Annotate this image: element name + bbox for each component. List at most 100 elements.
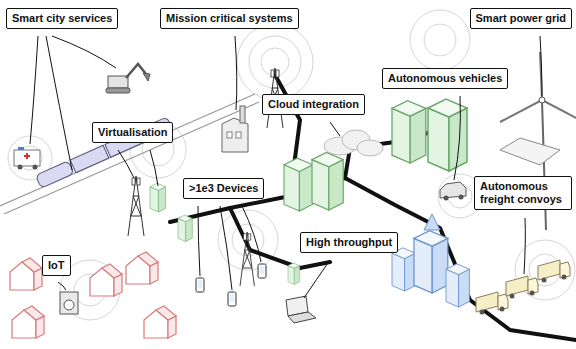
autonomous-car bbox=[440, 182, 466, 201]
turbine-hub bbox=[539, 97, 545, 103]
leader-line bbox=[198, 206, 200, 276]
callout-text: IoT bbox=[48, 259, 65, 272]
data-center bbox=[428, 99, 467, 171]
wave bbox=[237, 24, 313, 100]
edge-server bbox=[150, 183, 166, 212]
excavator-bucket bbox=[143, 73, 150, 81]
leader-line bbox=[304, 260, 330, 298]
data-center bbox=[312, 152, 343, 210]
data-center bbox=[392, 101, 426, 163]
callout-text: Smart city services bbox=[12, 12, 112, 25]
house bbox=[90, 264, 122, 296]
house bbox=[10, 258, 42, 290]
train-car bbox=[70, 145, 109, 172]
leader-line bbox=[46, 36, 72, 170]
excavator-arm bbox=[126, 64, 146, 78]
wheel bbox=[18, 165, 23, 170]
wave bbox=[261, 48, 289, 76]
callout-text: Cloud integration bbox=[268, 98, 359, 111]
callout-text: Virtualisation bbox=[98, 126, 167, 139]
edge-server bbox=[288, 263, 300, 285]
cable bbox=[170, 148, 350, 222]
ambulance-light bbox=[18, 147, 24, 150]
leader-line bbox=[150, 150, 158, 186]
wave bbox=[424, 24, 456, 56]
wave bbox=[410, 10, 470, 70]
wheel bbox=[444, 196, 449, 201]
leader-lines bbox=[30, 36, 542, 298]
ambulance-body bbox=[14, 150, 40, 166]
factory bbox=[222, 106, 248, 152]
callout-box: Cloud integration bbox=[262, 94, 365, 115]
factory-chimney bbox=[240, 106, 245, 123]
callout-box: Virtualisation bbox=[92, 122, 173, 143]
train-car bbox=[35, 161, 74, 188]
leader-line bbox=[30, 36, 38, 144]
house bbox=[12, 306, 44, 338]
phone bbox=[196, 278, 204, 292]
truck bbox=[476, 292, 508, 315]
leader-line bbox=[524, 218, 525, 274]
callout-box: Autonomous freight convoys bbox=[474, 176, 572, 210]
laptop bbox=[286, 296, 316, 323]
city-building bbox=[392, 248, 415, 291]
grid-station bbox=[500, 138, 560, 165]
callout-box: Smart city services bbox=[6, 8, 118, 29]
laptop-base bbox=[288, 312, 316, 323]
wave bbox=[249, 36, 301, 88]
edge-server bbox=[178, 215, 192, 241]
phone bbox=[258, 264, 266, 278]
leader-line bbox=[235, 36, 237, 110]
radio-waves bbox=[8, 10, 575, 320]
excavator-body bbox=[108, 76, 128, 88]
cloud bbox=[324, 130, 383, 156]
machine-body bbox=[60, 292, 78, 314]
data-center bbox=[284, 158, 313, 211]
phone bbox=[228, 292, 236, 306]
truck bbox=[506, 276, 538, 299]
machine-door bbox=[64, 300, 74, 310]
train bbox=[35, 117, 172, 188]
window bbox=[236, 132, 241, 138]
house bbox=[144, 306, 176, 338]
red-cross bbox=[26, 153, 28, 159]
leader-line bbox=[242, 206, 261, 262]
turbine-blade bbox=[500, 52, 576, 122]
callout-box: Autonomous vehicles bbox=[382, 68, 508, 89]
leader-line bbox=[540, 36, 542, 96]
excavator bbox=[106, 64, 150, 93]
cable bbox=[345, 178, 576, 340]
window bbox=[227, 132, 232, 138]
leader-line bbox=[330, 122, 340, 136]
callout-text: >1e3 Devices bbox=[189, 182, 258, 195]
wheel bbox=[33, 165, 38, 170]
callout-text: Mission critical systems bbox=[166, 12, 293, 25]
cloud-puff bbox=[357, 140, 383, 156]
antenna-tower bbox=[240, 232, 254, 286]
leader-line bbox=[118, 150, 134, 178]
callout-box: Mission critical systems bbox=[160, 8, 299, 29]
antenna-tower bbox=[128, 176, 144, 236]
city-building bbox=[446, 264, 469, 307]
washing-machine bbox=[60, 292, 78, 314]
callout-box: >1e3 Devices bbox=[183, 178, 264, 199]
callout-box: IoT bbox=[42, 255, 71, 276]
callout-text: Autonomous vehicles bbox=[388, 72, 502, 85]
house bbox=[126, 252, 158, 284]
leader-line bbox=[52, 36, 116, 68]
callout-box: Smart power grid bbox=[470, 8, 572, 29]
leader-line bbox=[58, 282, 66, 290]
turbine-pole bbox=[542, 100, 546, 230]
leader-line bbox=[220, 206, 232, 290]
callout-box: High throughput bbox=[300, 232, 398, 253]
tower-roof bbox=[424, 214, 440, 230]
truck bbox=[538, 260, 570, 283]
callout-text: High throughput bbox=[306, 236, 392, 249]
callout-text: Autonomous freight convoys bbox=[480, 180, 566, 206]
leader-line bbox=[454, 96, 460, 180]
excavator-track bbox=[106, 88, 130, 93]
callout-text: Smart power grid bbox=[476, 12, 566, 25]
city-building bbox=[414, 231, 448, 293]
